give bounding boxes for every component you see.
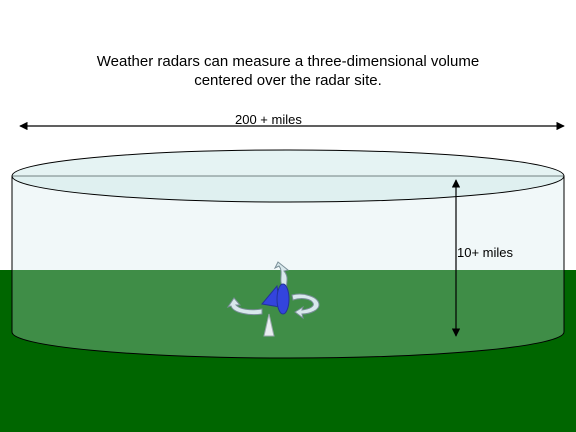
radar-volume-cylinder [11,175,565,359]
diagram-caption: Weather radars can measure a three-dimen… [0,52,576,90]
radar-volume-top [11,149,565,203]
caption-line-2: centered over the radar site. [194,72,382,89]
left-rotation-arrow [226,297,263,316]
upward-rotation-arrow [273,261,290,291]
width-label: 200 + miles [235,112,302,127]
radar-dish [276,283,290,315]
right-rotation-arrow [291,293,320,320]
height-label: 10+ miles [457,245,513,260]
radar-pedestal [263,313,275,337]
caption-line-1: Weather radars can measure a three-dimen… [96,53,480,70]
radar-site-icon [226,261,320,337]
